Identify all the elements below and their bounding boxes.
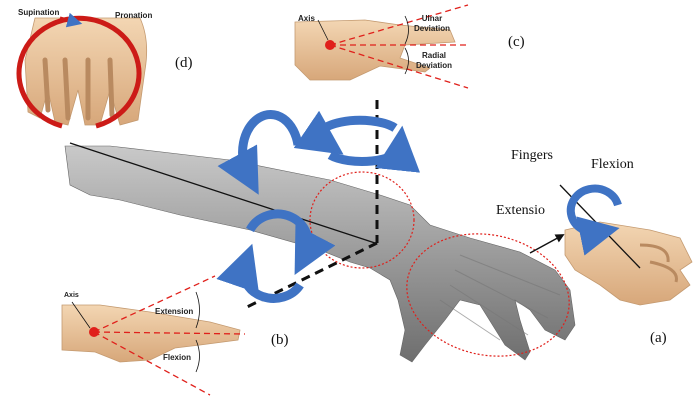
panel-d-pronation-supination (19, 18, 147, 126)
panel-b-axis-point (89, 327, 99, 337)
panel-b-axis-label: Axis (64, 292, 79, 299)
panel-c-axis-label: Axis (298, 14, 315, 23)
panel-c-axis-point (325, 40, 335, 50)
finger-flexion-label: Flexion (591, 157, 634, 173)
radial-deviation-label: Radial Deviation (416, 51, 452, 71)
fingers-label: Fingers (511, 148, 553, 164)
panel-c-caption: (c) (508, 34, 525, 51)
panel-d-caption: (d) (175, 55, 193, 72)
ulnar-deviation-label: Ulnar Deviation (414, 14, 450, 34)
finger-extension-label: Extensio (496, 203, 545, 219)
pronation-label: Pronation (115, 11, 152, 20)
lower-rotation-arrow-return (244, 265, 300, 298)
panel-b-wrist-flexion-extension (62, 276, 245, 395)
top-horizontal-rotation-arrow-left (320, 120, 395, 142)
flexion-label: Flexion (163, 353, 191, 362)
panel-b-caption: (b) (271, 332, 289, 349)
top-horizontal-rotation-arrow-right (330, 148, 400, 161)
pointer-arrow (530, 235, 563, 253)
extension-label: Extension (155, 307, 193, 316)
panel-a-caption: (a) (650, 330, 667, 347)
supination-label: Supination (18, 8, 59, 17)
